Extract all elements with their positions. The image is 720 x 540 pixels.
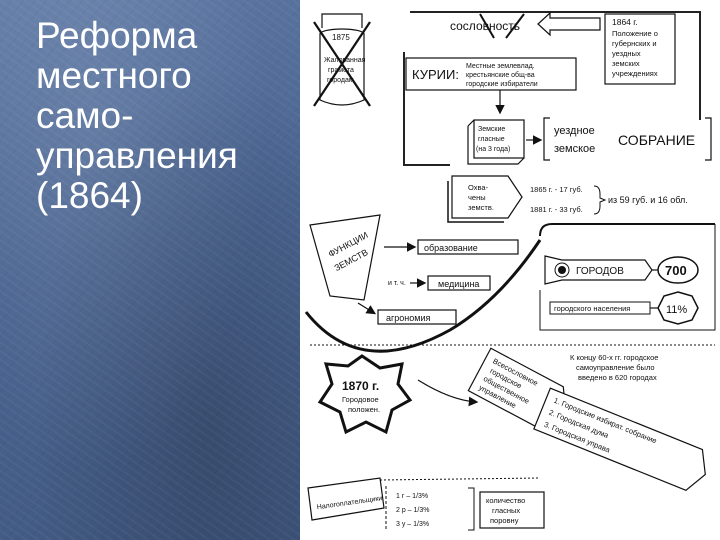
- equal-deputies-box: [479, 491, 545, 529]
- reform-text: уездных: [612, 49, 641, 58]
- coverage-year: 1881 г. - 33 губ.: [530, 205, 583, 214]
- assembly-prefix-top: уездное: [554, 125, 595, 137]
- cities-label: ГОРОДОВ: [576, 266, 624, 277]
- bullet-ring-icon: [554, 262, 570, 278]
- cities-frame-line: [539, 223, 715, 237]
- cities-count: 700: [665, 263, 687, 278]
- coverage-label: Охва-: [468, 183, 489, 192]
- diagram-svg: сословность 1864 г. Положение о губернск…: [304, 11, 716, 531]
- estate-label: сословность: [450, 19, 520, 33]
- tax-group: 1 г – 1/3%: [396, 493, 428, 500]
- curia-text: Местные землевлад.: [466, 63, 535, 70]
- coverage-arrow-box: [451, 175, 523, 219]
- charter-text: грамота: [328, 67, 354, 74]
- functions-arc: [304, 239, 542, 353]
- function-education: образование: [424, 243, 478, 253]
- city-population-percent: 11%: [666, 304, 687, 316]
- title-panel: Реформа местного само- управления (1864): [0, 0, 300, 540]
- city-regulation: положен.: [348, 405, 380, 414]
- cities-frame-outline: [539, 224, 716, 331]
- city-note: самоуправление было: [576, 363, 655, 372]
- deputies-text: гласные: [478, 136, 505, 143]
- city-bodies-box: 1. Городские избират. собрание 2. Городс…: [533, 387, 706, 492]
- reform-text: земских: [612, 59, 640, 68]
- coverage-label: земств.: [468, 203, 494, 212]
- equal-deputies: количество: [486, 496, 525, 505]
- coverage-year: 1865 г. - 17 губ.: [530, 185, 583, 194]
- coverage-result: из 59 губ. и 16 обл.: [608, 195, 688, 205]
- curia-text: городские избиратели: [466, 80, 538, 88]
- coverage-label: чены: [468, 193, 486, 202]
- title-line: (1864): [36, 175, 143, 216]
- city-note: введено в 620 городах: [578, 373, 657, 382]
- education-box: [417, 239, 519, 255]
- city-population: городского населения: [554, 304, 630, 313]
- title-line: Реформа: [36, 15, 198, 56]
- function-etc: и т. ч.: [388, 280, 406, 287]
- reform-text: 1864 г.: [612, 17, 638, 27]
- title-line: управления: [36, 135, 238, 176]
- curia-label: КУРИИ:: [412, 67, 459, 82]
- equal-deputies: гласных: [492, 506, 520, 515]
- charter-year: 1875: [332, 33, 350, 42]
- cities-count-oval: [657, 256, 699, 284]
- agronomy-arrow: [357, 302, 377, 315]
- equal-deputies: поровну: [490, 516, 519, 525]
- estate-cross-line: [505, 13, 525, 39]
- city-year: 1870 г.: [342, 379, 379, 393]
- estate-cross-line: [479, 13, 495, 39]
- deputies-box: [473, 119, 525, 159]
- tax-group: 3 у – 1/3%: [396, 521, 429, 528]
- function-agronomy: агрономия: [386, 313, 430, 323]
- functions-shield: [309, 214, 381, 301]
- top-frame-line: [410, 11, 701, 120]
- reform-diagram: сословность 1864 г. Положение о губернск…: [300, 0, 720, 540]
- slide-title: Реформа местного само- управления (1864): [36, 16, 286, 216]
- reform-text: учреждениях: [612, 69, 658, 78]
- background-texture: [0, 0, 300, 540]
- city-year-star: [317, 354, 413, 435]
- reform-1864-box: [604, 13, 676, 85]
- tax-group: 2 р – 1/3%: [396, 507, 429, 514]
- left-frame-line: [403, 52, 450, 166]
- reform-text: Положение о: [612, 29, 658, 38]
- agronomy-box: [377, 309, 457, 325]
- title-line: местного: [36, 55, 192, 96]
- function-medicine: медицина: [438, 279, 479, 289]
- deputies-text: Земские: [478, 126, 505, 133]
- reform-text: губернских и: [612, 39, 657, 48]
- taxpayers-box: [307, 477, 385, 521]
- bullet-icon: [558, 266, 566, 274]
- title-line: само-: [36, 95, 134, 136]
- curia-text: крестьянские общ-ва: [466, 71, 535, 79]
- charter-jar: 1875 Жалованная грамота городам: [313, 13, 371, 107]
- medicine-box: [427, 275, 491, 291]
- assembly-word: СОБРАНИЕ: [618, 132, 695, 148]
- city-note: К концу 60-х гг. городское: [570, 353, 658, 362]
- charter-text: городам: [327, 77, 354, 84]
- curia-box: [405, 57, 577, 91]
- regulation-arrow: [417, 379, 479, 407]
- city-regulation: Городовое: [342, 395, 379, 404]
- deputies-text: (на 3 года): [476, 146, 510, 153]
- assembly-prefix-bottom: земское: [554, 143, 595, 155]
- population-octagon: [657, 291, 699, 325]
- estate-arrow: [537, 11, 601, 37]
- cities-label-box: [544, 255, 653, 285]
